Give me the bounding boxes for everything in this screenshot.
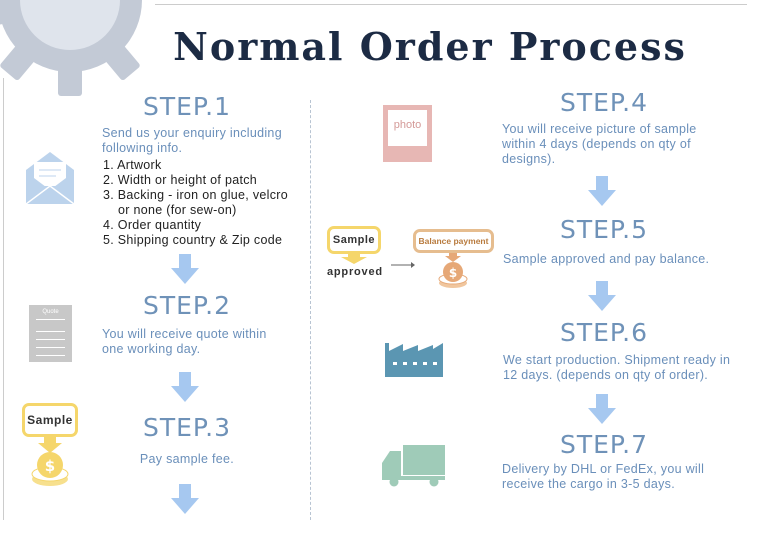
arrow-down-icon: [588, 176, 616, 206]
step-7-text: Delivery by DHL or FedEx, you will recei…: [502, 462, 705, 491]
sample-fee-icon: Sample $: [22, 403, 78, 489]
svg-text:$: $: [45, 457, 55, 475]
sample-approved-icon: Sample approved: [327, 226, 382, 284]
balance-payment-icon: Balance payment $: [413, 229, 494, 291]
step-1-heading: STEP.1: [143, 92, 231, 121]
svg-text:$: $: [449, 266, 457, 280]
left-border: [3, 78, 4, 520]
arrow-down-icon: [341, 254, 367, 264]
page-title: Normal Order Process: [173, 24, 687, 69]
arrow-down-icon: [588, 394, 616, 424]
step-2-heading: STEP.2: [143, 291, 231, 320]
envelope-icon: [26, 152, 75, 205]
step-4-heading: STEP.4: [560, 88, 648, 117]
arrow-down-icon: [171, 372, 199, 402]
step-3-text: Pay sample fee.: [139, 452, 235, 466]
truck-icon: [382, 445, 445, 487]
photo-icon: photo: [383, 105, 432, 162]
arrow-down-icon: [171, 484, 199, 514]
step-1-list: 1. Artwork 2. Width or height of patch 3…: [103, 158, 308, 248]
step-4-text: You will receive picture of sample withi…: [502, 122, 697, 166]
coin-stack-icon: $: [438, 253, 468, 288]
list-item: or none (for sew-on): [118, 203, 237, 217]
list-item: 3. Backing - iron on glue, velcro: [103, 188, 288, 202]
gear-icon: [0, 0, 142, 96]
arrow-right-icon: [391, 262, 415, 268]
step-5-heading: STEP.5: [560, 215, 648, 244]
quote-document-icon: Quote: [29, 305, 72, 362]
factory-icon: [385, 343, 443, 377]
step-6-text: We start production. Shipment ready in 1…: [503, 353, 731, 382]
list-item: 1. Artwork: [103, 158, 162, 172]
list-item: 4. Order quantity: [103, 218, 202, 232]
step-6-heading: STEP.6: [560, 318, 648, 347]
coin-stack-icon: $: [31, 437, 69, 486]
step-1-text: Send us your enquiry including following…: [102, 126, 282, 155]
list-item: 5. Shipping country & Zip code: [103, 233, 283, 247]
step-3-heading: STEP.3: [143, 413, 231, 442]
arrow-down-icon: [588, 281, 616, 311]
step-7-heading: STEP.7: [560, 430, 648, 459]
arrow-down-icon: [171, 254, 199, 284]
step-5-text: Sample approved and pay balance.: [503, 252, 710, 266]
list-item: 2. Width or height of patch: [103, 173, 258, 187]
step-2-text: You will receive quote within one workin…: [102, 327, 267, 356]
top-divider: [155, 4, 747, 5]
column-divider: [310, 100, 311, 520]
